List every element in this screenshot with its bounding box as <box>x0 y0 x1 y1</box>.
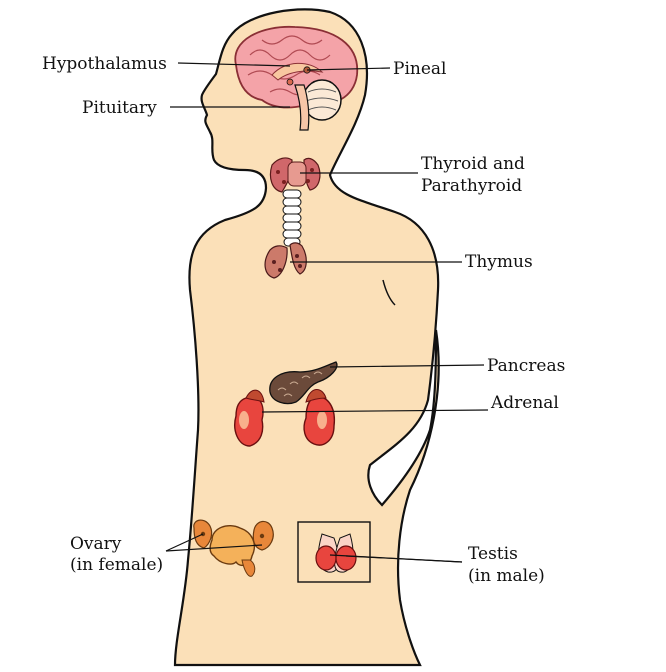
label-testis-line1: Testis <box>468 544 518 564</box>
label-thyroid-line2: Parathyroid <box>421 176 522 196</box>
label-testis-line2: (in male) <box>468 566 545 586</box>
label-ovary-line2: (in female) <box>70 555 163 575</box>
trachea <box>282 189 302 247</box>
thyroid-gland <box>269 157 321 193</box>
label-hypothalamus: Hypothalamus <box>42 54 167 74</box>
label-pancreas: Pancreas <box>487 356 565 376</box>
label-ovary-line1: Ovary <box>70 534 122 554</box>
body-silhouette <box>173 8 440 667</box>
label-adrenal: Adrenal <box>490 393 559 413</box>
label-pituitary: Pituitary <box>82 98 157 118</box>
label-pineal: Pineal <box>393 59 446 79</box>
brain <box>234 26 359 131</box>
label-thyroid-line1: Thyroid and <box>421 154 525 174</box>
arm-crease <box>382 279 396 306</box>
leader-lines <box>165 62 489 563</box>
left-kidney <box>234 389 265 447</box>
testis-organ <box>297 521 371 583</box>
right-kidney <box>303 389 336 446</box>
pancreas-gland <box>269 361 338 405</box>
label-thymus: Thymus <box>465 252 533 272</box>
